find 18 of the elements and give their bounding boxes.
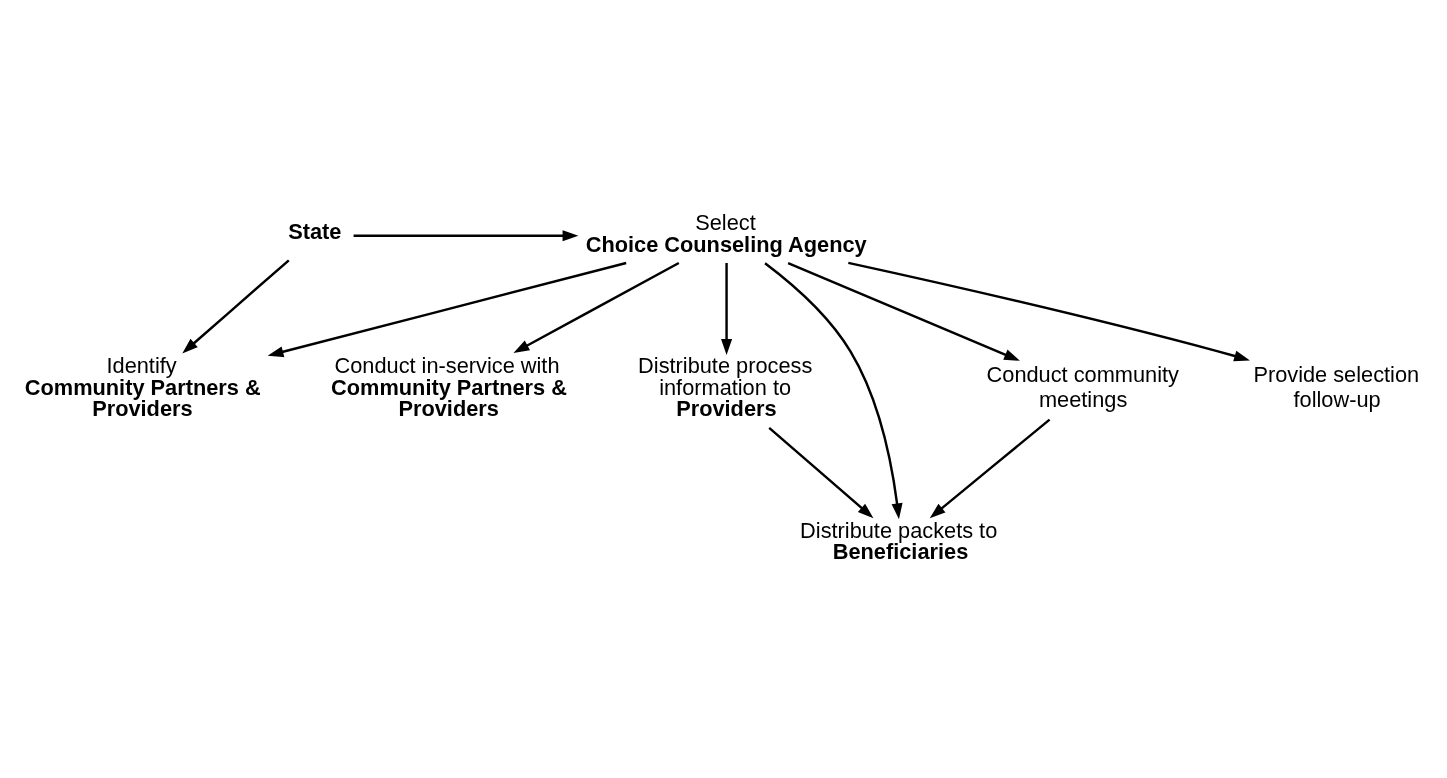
- arrow: [721, 262, 733, 355]
- node-text: Distribute process information to Providers: [638, 352, 813, 421]
- arrow: [353, 229, 579, 241]
- arrow: [267, 261, 627, 357]
- arrow: [513, 261, 680, 353]
- node-text: Distribute packets to Beneficiaries: [800, 517, 998, 564]
- arrow: [764, 261, 903, 519]
- arrow: [768, 426, 874, 518]
- arrow: [929, 418, 1051, 518]
- node-text: Conduct in-service with Community Partners & Providers: [331, 352, 567, 421]
- arrow: [787, 261, 1020, 361]
- node-text: Select Choice Counseling Agency: [585, 209, 867, 257]
- node-text: State: [288, 218, 342, 244]
- node-text: Identify Community Partners & Providers: [24, 352, 261, 421]
- arrow: [182, 258, 290, 353]
- arrow: [848, 261, 1250, 361]
- node-text: Provide selection follow-up: [1253, 361, 1420, 412]
- node-text: Conduct community meetings: [986, 361, 1179, 412]
